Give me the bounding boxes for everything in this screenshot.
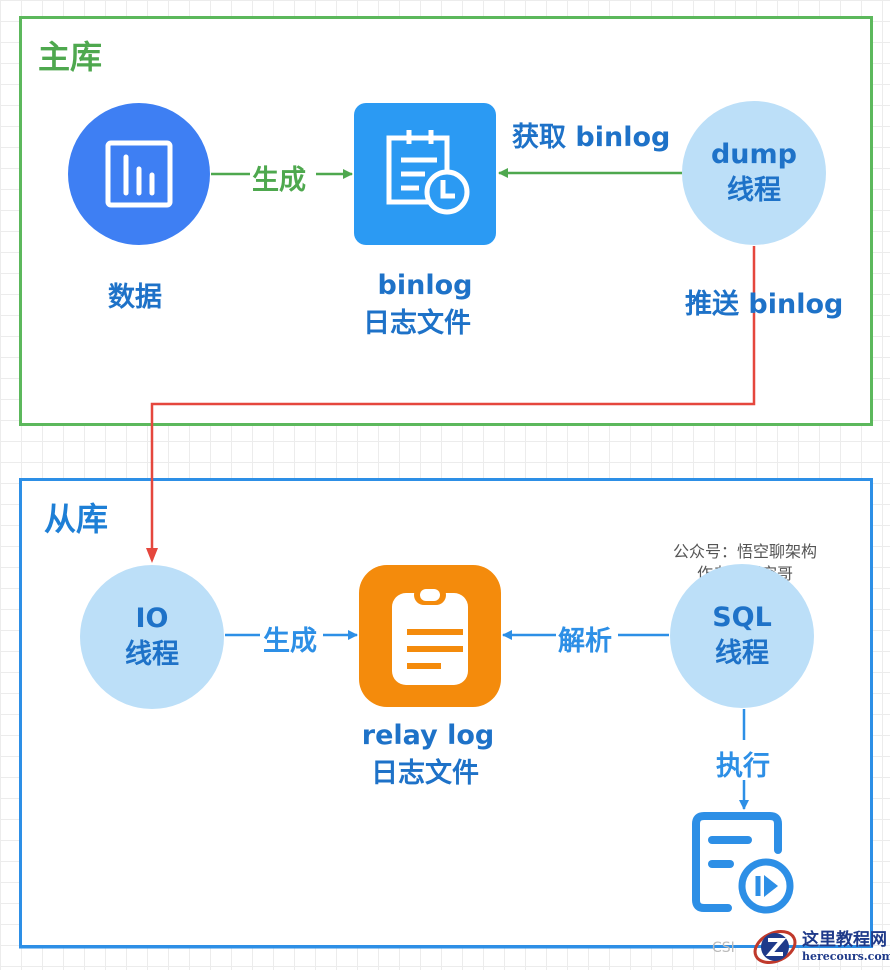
slave-db-title: 从库: [44, 500, 109, 538]
sql-thread-line1: SQL: [712, 602, 772, 633]
io-thread-node: IO 线程: [80, 565, 224, 709]
site-logo-icon: [753, 930, 797, 964]
binlog-file-node: [354, 103, 496, 245]
binlog-label-line1: binlog: [377, 270, 473, 301]
calendar-clock-icon: [386, 130, 470, 215]
binlog-label-line2: 日志文件: [363, 308, 471, 339]
sql-thread-line2: 线程: [715, 638, 769, 669]
generate-binlog-label: 生成: [252, 165, 306, 196]
clipboard-icon: [392, 585, 468, 685]
sql-thread-node: SQL 线程: [670, 564, 814, 708]
generate-relay-label: 生成: [263, 626, 317, 657]
execute-label: 执行: [716, 751, 770, 782]
relay-label-line1: relay log: [361, 720, 495, 751]
watermark-cn: 这里教程网: [802, 930, 887, 950]
relay-label-line2: 日志文件: [371, 758, 479, 789]
data-node: [68, 103, 210, 245]
faint-watermark: CSI: [712, 940, 735, 956]
parse-label: 解析: [558, 626, 612, 657]
push-binlog-label: 推送 binlog: [685, 289, 844, 320]
bar-chart-icon: [105, 140, 173, 208]
data-node-label: 数据: [108, 282, 162, 313]
credit-line1: 公众号：悟空聊架构: [672, 542, 817, 561]
dump-thread-line2: 线程: [727, 175, 781, 206]
fetch-binlog-label: 获取 binlog: [512, 122, 671, 153]
dump-thread-line1: dump: [710, 139, 797, 170]
relay-log-node: [359, 565, 501, 707]
io-thread-line2: 线程: [125, 639, 179, 670]
watermark-en: herecours.com: [802, 950, 890, 963]
site-watermark: 这里教程网 herecours.com: [752, 924, 890, 970]
document-play-icon: [692, 812, 794, 914]
master-db-title: 主库: [38, 38, 103, 76]
dump-thread-node: dump 线程: [682, 101, 826, 245]
io-thread-line1: IO: [135, 603, 169, 634]
